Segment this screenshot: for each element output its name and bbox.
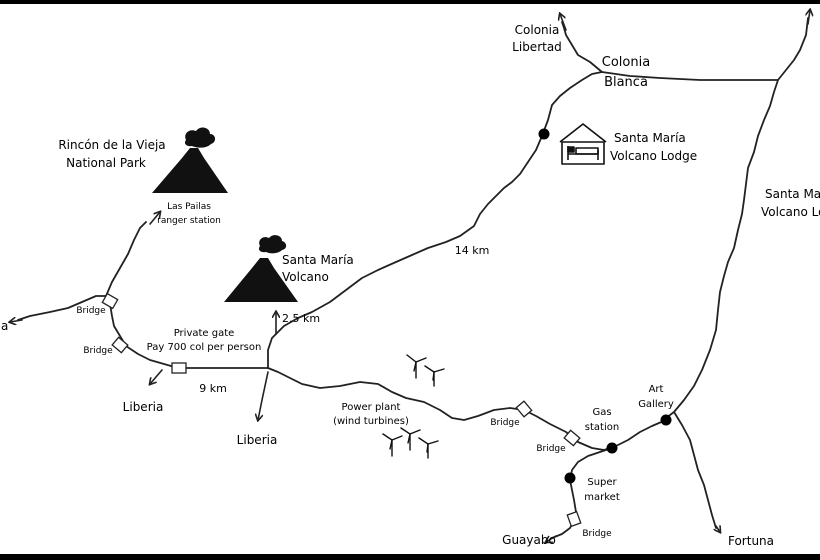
bridge-marker xyxy=(563,429,581,447)
volcano-icon xyxy=(224,235,298,302)
map-background xyxy=(0,4,820,554)
bridge-marker xyxy=(101,292,119,310)
arrow-colonia-libertad xyxy=(560,14,567,31)
label-gas-station-2: station xyxy=(585,422,619,433)
arrow-fortuna xyxy=(716,526,720,532)
label-distance-14km: 14 km xyxy=(455,244,490,257)
label-bridge: Bridge xyxy=(490,418,520,428)
wind-turbine-icons xyxy=(382,354,445,459)
label-distance-2-5km: 2.5 km xyxy=(282,312,320,325)
label-lodge-right-2: Volcano Lod xyxy=(761,205,820,219)
label-left-edge: a xyxy=(1,319,8,333)
label-liberia-south: Liberia xyxy=(237,433,278,447)
arrow-liberia-west xyxy=(150,369,163,384)
label-colonia-libertad-1: Colonia xyxy=(515,23,560,37)
label-volcano-2: Volcano xyxy=(282,270,329,284)
arrow-guayabo xyxy=(546,535,557,542)
label-private-gate-1: Private gate xyxy=(174,328,235,339)
label-private-gate-2: Pay 700 col per person xyxy=(147,342,262,353)
lodge-bed-icon xyxy=(559,123,607,165)
label-art-gallery-1: Art xyxy=(649,384,664,395)
arrow-west-edge xyxy=(10,320,23,322)
road-guayabo xyxy=(551,447,613,539)
art-gallery-marker xyxy=(660,414,672,426)
bridges xyxy=(101,292,582,528)
label-bridge: Bridge xyxy=(536,444,566,454)
label-lodge-right-1: Santa Mari xyxy=(765,187,820,201)
label-colonia-libertad-2: Libertad xyxy=(512,40,562,54)
label-colonia-blanca-2: Blanca xyxy=(604,75,648,90)
road-las-pailas xyxy=(105,221,147,297)
label-las-pailas-1: Las Pailas xyxy=(167,202,211,212)
direction-arrows xyxy=(10,10,810,542)
road-northeast xyxy=(777,17,809,81)
label-rincon-1: Rincón de la Vieja xyxy=(58,138,165,152)
bridge-marker xyxy=(515,400,533,418)
map-labels: Colonia Libertad Colonia Blanca Santa Ma… xyxy=(1,23,820,548)
road-colonia-blanca-east xyxy=(601,71,779,81)
label-distance-9km: 9 km xyxy=(199,382,227,395)
label-supermarket-1: Super xyxy=(587,477,617,488)
label-bridge: Bridge xyxy=(582,529,612,539)
label-gas-station-1: Gas xyxy=(592,407,611,418)
label-fortuna: Fortuna xyxy=(728,534,774,548)
label-bridge: Bridge xyxy=(83,346,113,356)
road-main-north xyxy=(267,71,603,369)
label-power-plant-2: (wind turbines) xyxy=(333,416,409,427)
road-fortuna xyxy=(673,411,717,529)
supermarket-marker xyxy=(564,472,576,484)
road-east-trunk xyxy=(665,79,779,419)
gas-station-marker xyxy=(606,442,618,454)
bridge-marker xyxy=(111,336,129,354)
arrow-northeast xyxy=(808,10,810,25)
label-supermarket-2: market xyxy=(584,492,620,503)
label-lodge-2: Volcano Lodge xyxy=(610,149,697,163)
label-rincon-2: National Park xyxy=(66,156,146,170)
bridge-marker xyxy=(566,510,582,528)
label-power-plant-1: Power plant xyxy=(342,402,401,413)
label-bridge: Bridge xyxy=(76,306,106,316)
label-colonia-blanca-1: Colonia xyxy=(602,55,650,70)
label-liberia-west: Liberia xyxy=(123,400,164,414)
arrow-las-pailas xyxy=(149,212,160,225)
gate-marker xyxy=(171,362,187,374)
label-guayabo: Guayabo xyxy=(502,533,556,547)
label-art-gallery-2: Gallery xyxy=(638,399,674,410)
label-lodge-1: Santa María xyxy=(614,131,686,145)
points-of-interest xyxy=(538,128,672,484)
label-volcano-1: Santa María xyxy=(282,253,354,267)
arrow-liberia-south xyxy=(258,371,269,420)
lodge-marker xyxy=(538,128,550,140)
label-las-pailas-2: ranger station xyxy=(157,216,221,226)
road-colonia-libertad xyxy=(561,21,603,73)
volcano-icon xyxy=(152,127,228,193)
